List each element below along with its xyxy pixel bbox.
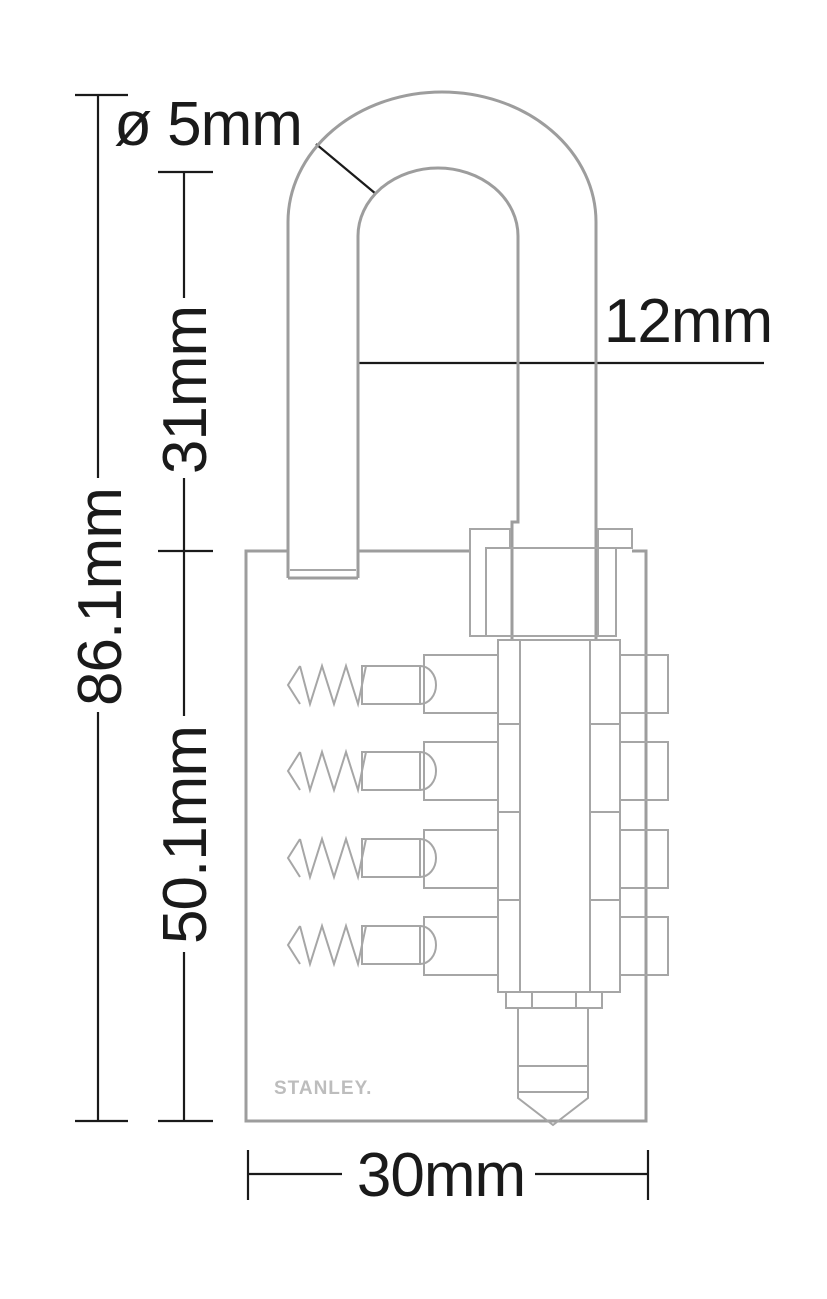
body-width-label: 30mm bbox=[357, 1141, 525, 1210]
dimension-body-width: 30mm bbox=[246, 1141, 650, 1210]
dimension-body-height: 50.1mm bbox=[151, 551, 220, 1123]
dimension-shackle-diameter: ø 5mm bbox=[114, 90, 377, 195]
wheel-row-1 bbox=[286, 654, 669, 714]
shackle-collar bbox=[469, 528, 633, 637]
dimension-shackle-gap: 12mm bbox=[356, 287, 773, 392]
wheel-row-3 bbox=[286, 829, 669, 889]
shackle bbox=[286, 90, 598, 640]
dimension-shackle-clearance: 31mm bbox=[151, 170, 220, 553]
shackle-gap-label: 12mm bbox=[604, 287, 772, 356]
spindle bbox=[497, 639, 621, 1127]
dimension-total-height: 86.1mm bbox=[66, 93, 135, 1123]
shackle-clearance-label: 31mm bbox=[151, 306, 220, 474]
wheel-row-4 bbox=[286, 916, 669, 976]
lock-body bbox=[244, 549, 648, 1123]
total-height-label: 86.1mm bbox=[66, 488, 135, 706]
brand-logo-text: STANLEY. bbox=[274, 1078, 372, 1099]
shackle-diameter-label: ø 5mm bbox=[114, 90, 302, 159]
wheel-row-2 bbox=[286, 741, 669, 801]
body-height-label: 50.1mm bbox=[151, 726, 220, 944]
